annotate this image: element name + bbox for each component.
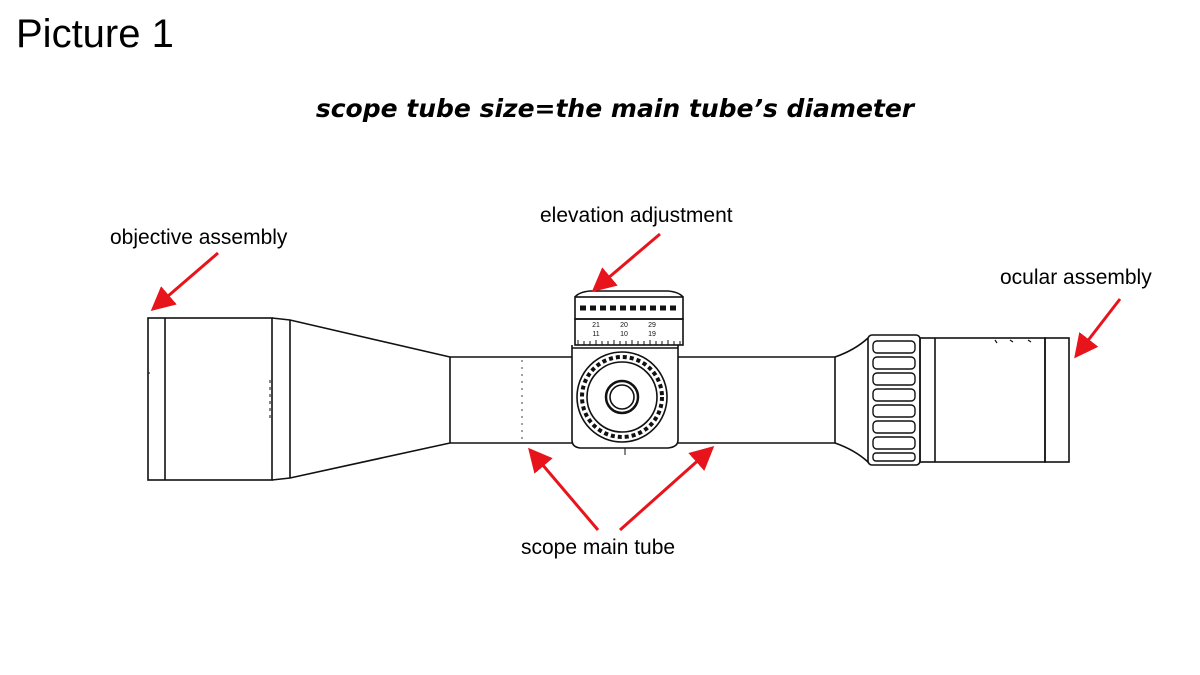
main-tube-arrow-right (619, 446, 715, 532)
ocular-assembly-label: ocular assembly (1000, 266, 1152, 289)
power-ring (867, 334, 921, 466)
turret-housing (571, 345, 679, 455)
turret-scale-bottom-2: 10 (620, 331, 628, 338)
turret-scale-top-1: 21 (592, 322, 600, 329)
ocular-arrow (1074, 298, 1122, 359)
ocular-assembly (919, 337, 1070, 463)
side-focus-knob (576, 351, 668, 443)
elevation-arrow (591, 232, 661, 292)
objective-arrow (150, 251, 219, 311)
turret-scale-top-3: 29 (648, 322, 656, 329)
scope-main-tube-label: scope main tube (521, 536, 676, 559)
objective-assembly (147, 317, 273, 481)
turret-scale-bottom-3: 19 (648, 331, 656, 338)
picture-label: Picture 1 (16, 12, 174, 56)
main-tube-arrow-left (528, 447, 600, 531)
ocular-transition (834, 337, 869, 463)
callout-arrows (150, 232, 1122, 532)
scope-main-tube (449, 356, 836, 444)
objective-bell (271, 317, 451, 481)
elevation-turret: 21 20 29 11 10 19 (574, 290, 684, 346)
turret-scale-bottom-1: 11 (592, 331, 599, 338)
diagram-subtitle: scope tube size=the main tube’s diameter (315, 94, 915, 123)
elevation-adjustment-label: elevation adjustment (540, 204, 733, 227)
turret-scale-top-2: 20 (620, 322, 628, 329)
objective-assembly-label: objective assembly (110, 226, 288, 249)
